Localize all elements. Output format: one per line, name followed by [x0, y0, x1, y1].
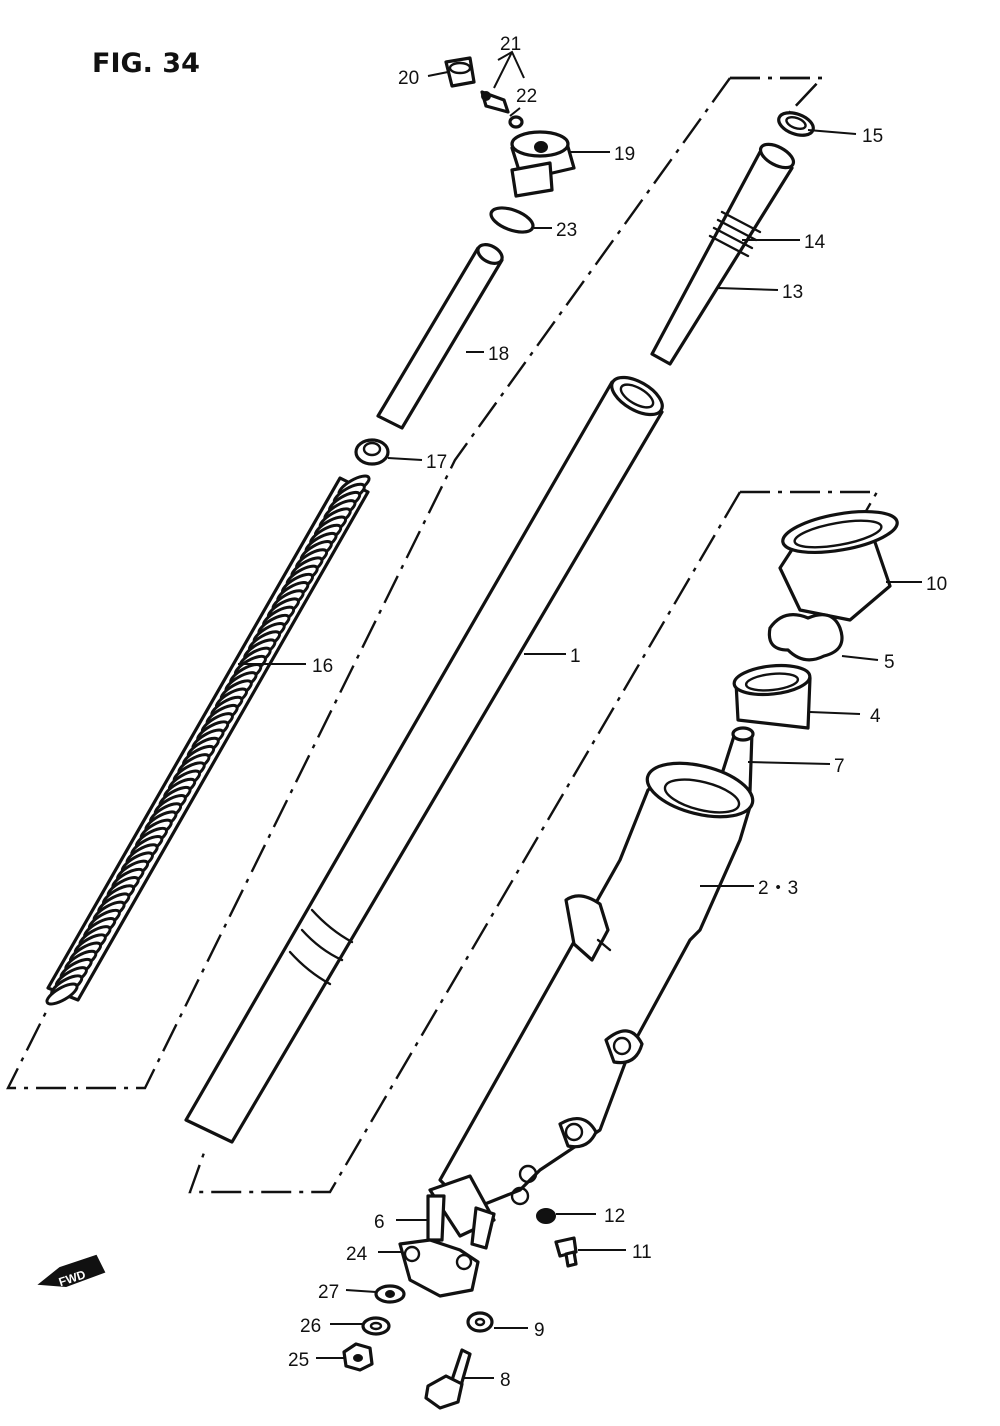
- callout-9: 9: [534, 1320, 545, 1341]
- callout-26: 26: [300, 1316, 321, 1337]
- callout-19: 19: [614, 144, 635, 165]
- callout-27: 27: [318, 1282, 339, 1303]
- air-valve-cap: [444, 56, 476, 88]
- callout-12: 12: [604, 1206, 625, 1227]
- spacer-tube: [376, 243, 504, 430]
- callout-21: 21: [500, 34, 521, 55]
- callout-15: 15: [862, 126, 883, 147]
- callout-5: 5: [884, 652, 895, 673]
- callout-7: 7: [834, 756, 845, 777]
- spring-seat: [354, 438, 390, 466]
- axle-holder-lock-washer: [361, 1316, 391, 1336]
- oil-seal: [732, 663, 812, 730]
- callout-13: 13: [782, 282, 803, 303]
- spring-coil: [45, 982, 79, 1006]
- callout-8: 8: [500, 1370, 511, 1391]
- callout-24: 24: [346, 1244, 368, 1265]
- oil-seal-stopper-ring: [767, 613, 844, 662]
- assembly-outline-left-path: [6, 76, 825, 1090]
- axle-holder-nut: [342, 1342, 374, 1372]
- axle-holder-stud: [426, 1194, 496, 1250]
- callout-10: 10: [926, 574, 947, 595]
- callout-2-3: 2・3: [758, 878, 798, 899]
- drain-washer: [466, 1311, 494, 1333]
- damper-rod-bolt: [424, 1348, 472, 1410]
- figure-title: FIG. 34: [92, 48, 200, 79]
- callout-16: 16: [312, 656, 333, 677]
- inner-tube: [184, 375, 664, 1144]
- callout-20: 20: [398, 68, 419, 89]
- callout-6: 6: [374, 1212, 385, 1233]
- callout-22: 22: [516, 86, 537, 107]
- callout-18: 18: [488, 344, 509, 365]
- callout-23: 23: [556, 220, 577, 241]
- dust-seal: [778, 510, 899, 622]
- callout-4: 4: [870, 706, 881, 727]
- forward-arrow-icon: FWD: [37, 1254, 106, 1289]
- fork-cap-bolt: [510, 130, 576, 198]
- assembly-outline-right-path: [188, 490, 880, 1194]
- leader-lines: [238, 50, 922, 1379]
- callout-14: 14: [804, 232, 826, 253]
- callout-25: 25: [288, 1350, 309, 1371]
- axle-holder-washer: [374, 1284, 406, 1304]
- axle-holder: [398, 1238, 480, 1298]
- outer-tube: [428, 761, 755, 1238]
- damper-rod: [650, 142, 796, 366]
- drain-plug-cap: [536, 1208, 556, 1224]
- assembly-outline-left: [730, 76, 825, 113]
- rebound-spring: [777, 111, 815, 137]
- fork-spring: [45, 474, 371, 1006]
- air-valve-o-ring: [508, 115, 524, 129]
- piston-ring: [708, 210, 762, 258]
- cap-o-ring: [489, 206, 535, 234]
- callout-17: 17: [426, 452, 447, 473]
- drain-screw: [554, 1236, 578, 1268]
- air-valve: [480, 90, 510, 114]
- callout-1: 1: [570, 646, 581, 667]
- callout-11: 11: [632, 1242, 652, 1263]
